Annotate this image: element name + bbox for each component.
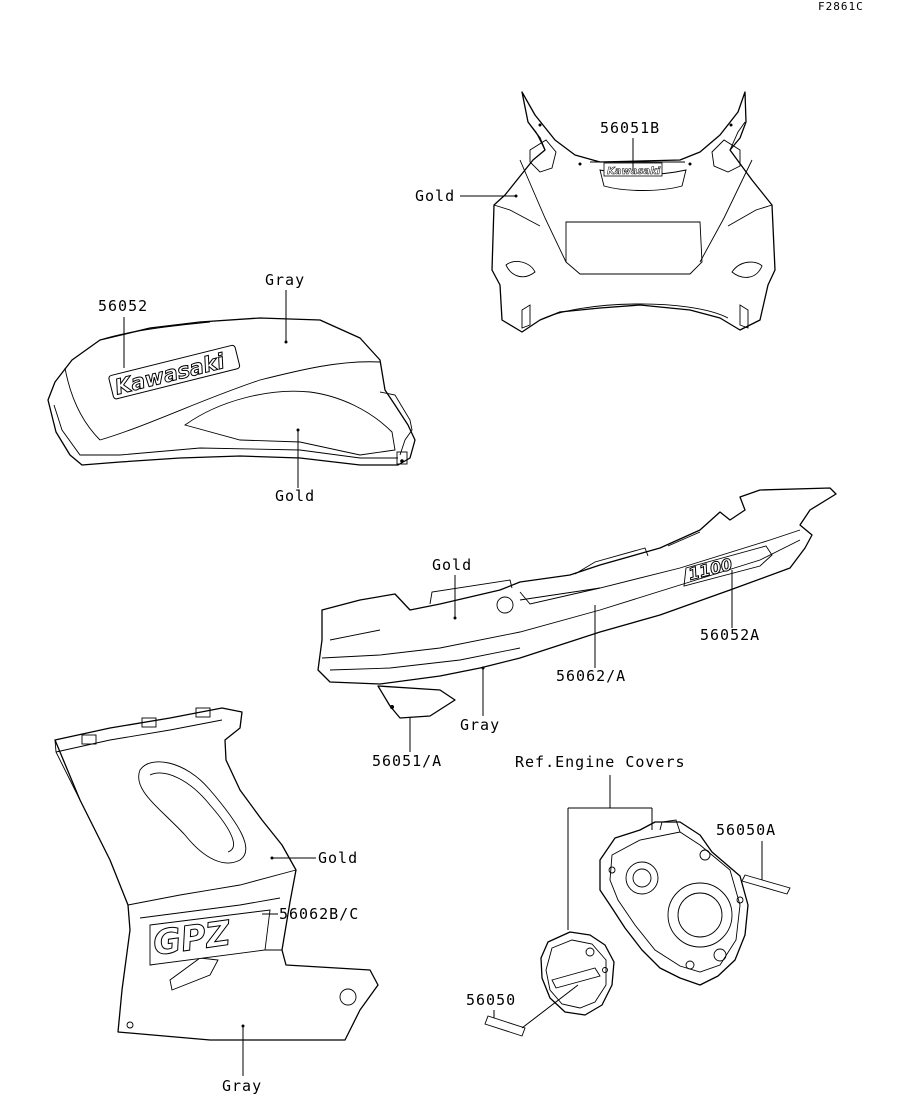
tail-1100-emblem [683,545,773,587]
side-gpz-emblem [149,909,271,966]
label-side-gray: Gray [222,1077,262,1095]
engine-cover-small [540,931,615,1016]
label-56052: 56052 [98,297,148,315]
tank-logo-text: Kawasaki [112,349,227,400]
label-tail-gold: Gold [432,556,472,574]
label-56052A: 56052A [700,626,760,644]
label-56062BC: 56062B/C [279,905,359,923]
front-fairing: Kawasaki [491,91,776,333]
decal-strip-56050A [741,874,791,895]
label-tail-gray: Gray [460,716,500,734]
engine-cover-large [599,819,749,986]
fuel-tank: Kawasaki [47,317,416,466]
label-56050A: 56050A [716,821,776,839]
label-56050: 56050 [466,991,516,1009]
label-56051A: 56051/A [372,752,442,770]
label-tank-gray: Gray [265,271,305,289]
label-side-gold: Gold [318,849,358,867]
tail-cowl: 1100 [317,487,837,719]
side-fairing: GPZ [54,707,379,1041]
side-logo-text: GPZ [151,913,235,964]
label-front-gold: Gold [415,187,455,205]
label-tank-gold: Gold [275,487,315,505]
label-56062A: 56062/A [556,667,626,685]
label-56051B: 56051B [600,119,660,137]
label-ref-engine-covers: Ref.Engine Covers [515,753,686,771]
tank-kawasaki-emblem [108,344,241,400]
front-logo-text: Kawasaki [607,166,661,177]
figure-code: F2861C [818,0,864,13]
decal-strip-56050 [484,1015,526,1037]
